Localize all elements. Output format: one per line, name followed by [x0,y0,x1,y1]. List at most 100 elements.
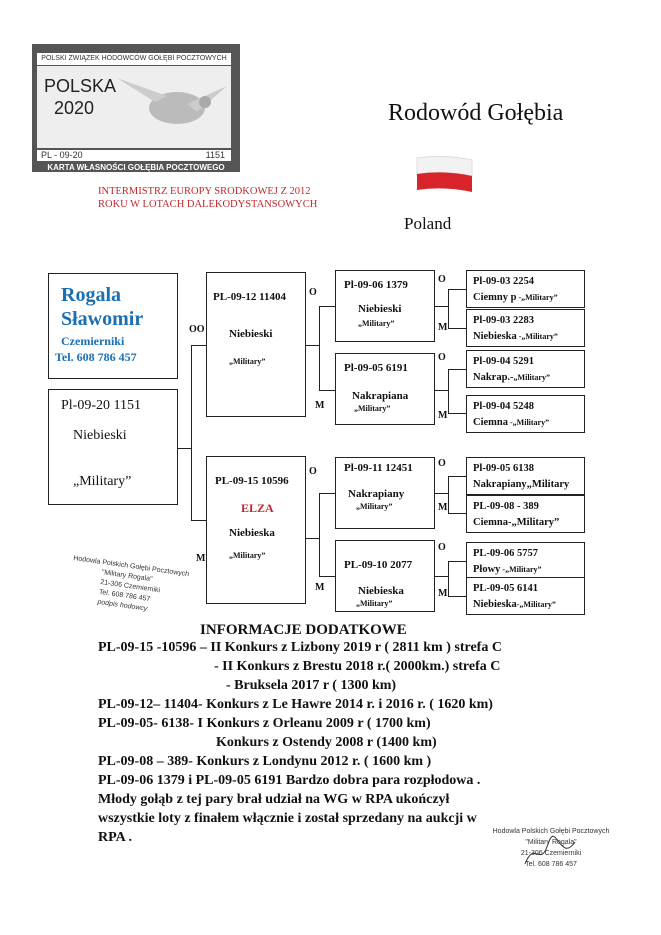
ggp6-desc: Ciemna-„Military” [473,517,559,528]
marker-o: O [309,287,317,298]
mother-color: Niebieska [229,527,275,539]
ggp2-ring: Pl-09-03 2283 [473,315,534,326]
subject-line: „Military” [73,474,131,490]
marker-oo: OO [189,324,205,335]
card-footer: KARTA WŁASNOŚCI GOŁĘBIA POCZTOWEGO [32,163,240,172]
connector [319,390,335,391]
ggp4-desc: Ciemna -„Military” [473,417,549,428]
connector [191,345,192,520]
ggp1-desc-text: Ciemny p [473,292,516,303]
ownership-card: POLSKI ZWIĄZEK HODOWCÓW GOŁĘBI POCZTOWYC… [32,44,240,172]
connector [319,493,320,577]
info-line: wszystkie loty z finałem włącznie i zost… [98,811,477,827]
connector [448,476,466,477]
gp1-line: „Military” [358,319,394,328]
ggp4-desc-text: Ciemna [473,417,508,428]
marker-o: O [309,466,317,477]
connector [448,328,466,329]
ggp8-desc: Niebieska-„Military” [473,599,556,610]
page-title: Rodowód Gołębia [388,100,563,127]
marker-m: M [438,588,447,599]
connector [191,520,206,521]
poland-flag-icon [414,154,476,198]
gp3-color: Nakrapiany [348,488,404,500]
mother-ring: PL-09-15 10596 [215,475,289,487]
ggp5-ring: Pl-09-05 6138 [473,463,534,474]
card-header: POLSKI ZWIĄZEK HODOWCÓW GOŁĘBI POCZTOWYC… [37,53,231,65]
marker-m: M [196,553,205,564]
card-ring: PL - 09-20 1151 [37,150,231,161]
father-box: PL-09-12 11404 Niebieski „Military” [206,272,306,417]
ggp-box-6: PL-09-08 - 389 Ciemna-„Military” [466,495,585,533]
ggp-box-3: Pl-09-04 5291 Nakrap.-„Military” [466,350,585,388]
ggp5-desc-text: Nakrapiany„Military [473,479,569,490]
connector [448,513,466,514]
grandparent-box-4: PL-09-10 2077 Niebieska „Military” [335,540,435,612]
ggp4-suffix: -„Military” [508,418,549,427]
ggp2-desc-text: Niebieska [473,331,517,342]
breeder-stamp: Hodowla Polskich Gołębi Pocztowych "Mili… [67,554,190,620]
ggp8-suffix: -„Military” [517,600,556,609]
country-label: Poland [404,214,451,234]
grandparent-box-2: Pl-09-05 6191 Nakrapiana „Military” [335,353,435,425]
ggp1-desc: Ciemny p -„Military” [473,292,558,303]
gp3-line: „Military” [356,502,392,511]
ggp-box-7: PL-09-06 5757 Płowy -„Military” [466,542,585,580]
ggp8-ring: PL-09-05 6141 [473,583,538,594]
marker-o: O [438,274,446,285]
connector [448,561,449,597]
gp1-color: Niebieski [358,303,401,315]
mother-line: „Military” [229,551,265,560]
ggp5-desc: Nakrapiany„Military [473,479,569,490]
subject-color: Niebieski [73,428,127,444]
marker-m: M [438,322,447,333]
grandparent-box-1: Pl-09-06 1379 Niebieski „Military” [335,270,435,342]
connector [448,289,466,290]
ggp1-ring: Pl-09-03 2254 [473,276,534,287]
connector [448,596,466,597]
signature-icon [520,834,580,874]
ggp1-suffix: -„Military” [516,293,557,302]
card-year: 2020 [54,98,94,119]
ggp3-ring: Pl-09-04 5291 [473,356,534,367]
ggp-box-4: Pl-09-04 5248 Ciemna -„Military” [466,395,585,433]
ggp-box-1: Pl-09-03 2254 Ciemny p -„Military” [466,270,585,308]
gp4-color: Niebieska [358,585,404,597]
connector [178,448,192,449]
connector [435,390,449,391]
connector [319,306,335,307]
info-line: Konkurs z Ostendy 2008 r (1400 km) [216,735,437,751]
info-heading: INFORMACJE DODATKOWE [200,622,407,639]
connector [435,576,449,577]
marker-o: O [438,458,446,469]
info-line: - Bruksela 2017 r ( 1300 km) [226,678,396,694]
owner-name-2: Sławomir [61,308,143,331]
ggp7-desc: Płowy -„Military” [473,564,542,575]
gp2-color: Nakrapiana [352,390,408,402]
subject-box: Pl-09-20 1151 Niebieski „Military” [48,389,178,505]
subject-ring: Pl-09-20 1151 [61,398,141,414]
marker-m: M [438,502,447,513]
ggp2-desc: Niebieska -„Military” [473,331,558,342]
connector [448,561,466,562]
ggp6-desc-text: Ciemna-„Military” [473,517,559,528]
ggp3-suffix: „Military” [514,373,550,382]
connector [448,369,449,414]
ggp-box-2: Pl-09-03 2283 Niebieska -„Military” [466,309,585,347]
owner-box: Rogala Sławomir Czemierniki Tel. 608 786… [48,273,178,379]
card-ring-number: 1151 [206,150,225,161]
owner-phone: Tel. 608 786 457 [55,350,137,365]
owner-town: Czemierniki [61,334,124,349]
gp4-ring: PL-09-10 2077 [344,559,412,571]
ggp3-desc: Nakrap.-„Military” [473,372,550,383]
marker-m: M [315,582,324,593]
info-line: RPA . [98,830,132,846]
grandparent-box-3: Pl-09-11 12451 Nakrapiany „Military” [335,457,435,529]
connector [435,493,449,494]
gp2-line: „Military” [354,404,390,413]
card-ring-code: PL - 09-20 [41,150,83,161]
info-line: Młody gołąb z tej pary brał udział na WG… [98,792,449,808]
ggp4-ring: Pl-09-04 5248 [473,401,534,412]
ggp7-suffix: -„Military” [500,565,541,574]
connector [448,369,466,370]
